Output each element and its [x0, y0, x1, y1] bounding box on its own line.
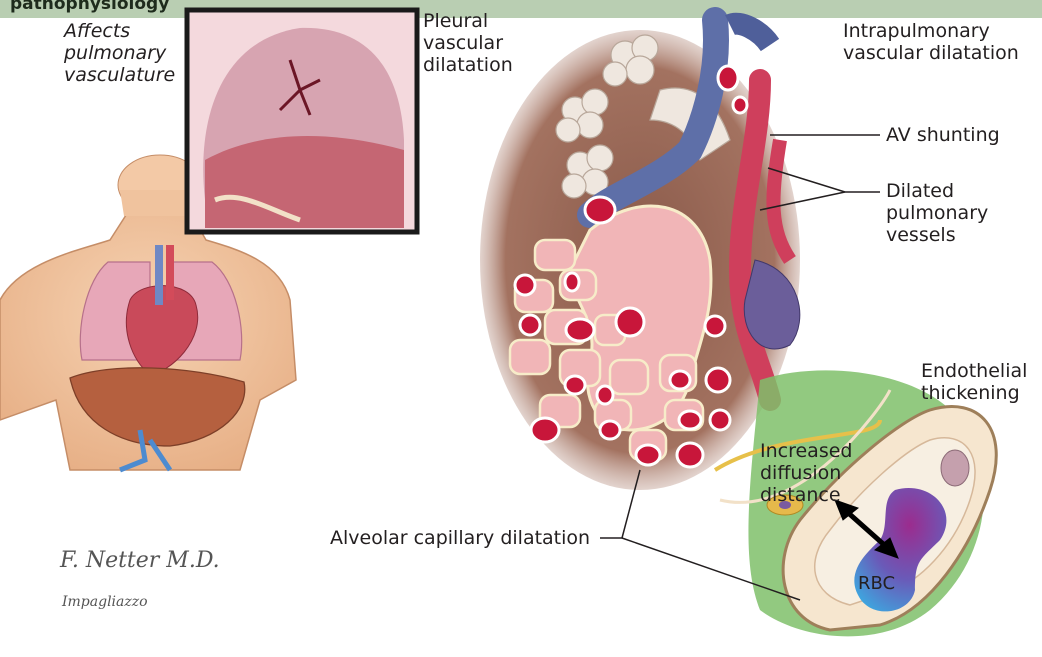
endothelial-line-1: Endothelial — [921, 360, 1027, 382]
diffusion-line-2: diffusion — [760, 462, 852, 484]
affects-line-3: vasculature — [64, 64, 175, 86]
alveolar-capillary-label: Alveolar capillary dilatation — [330, 527, 590, 549]
endothelial-label: Endothelial thickening — [921, 360, 1027, 404]
increased-diffusion-label: Increased diffusion distance — [760, 440, 852, 506]
dilated-vessels-label: Dilated pulmonary vessels — [886, 180, 988, 246]
diffusion-line-3: distance — [760, 484, 852, 506]
pleural-line-3: dilatation — [423, 54, 513, 76]
intrapulmonary-line-1: Intrapulmonary — [843, 20, 1019, 42]
endothelial-line-2: thickening — [921, 382, 1027, 404]
dilated-line-1: Dilated — [886, 180, 988, 202]
dilated-line-3: vessels — [886, 224, 988, 246]
netter-signature: F. Netter M.D. — [60, 548, 220, 573]
affects-line-2: pulmonary — [64, 42, 175, 64]
dilated-line-2: pulmonary — [886, 202, 988, 224]
pleural-line-1: Pleural — [423, 10, 513, 32]
pleural-label: Pleural vascular dilatation — [423, 10, 513, 76]
rbc-label: RBC — [858, 573, 895, 595]
diffusion-line-1: Increased — [760, 440, 852, 462]
intrapulmonary-line-2: vascular dilatation — [843, 42, 1019, 64]
capillary-cross-section — [715, 370, 996, 636]
affects-line-1: Affects — [64, 20, 175, 42]
artist-signature: Impagliazzo — [62, 594, 148, 610]
av-shunting-label: AV shunting — [886, 124, 1000, 146]
affects-label: Affects pulmonary vasculature — [64, 20, 175, 86]
intrapulmonary-label: Intrapulmonary vascular dilatation — [843, 20, 1019, 64]
pleural-inset — [187, 10, 417, 232]
pleural-line-2: vascular — [423, 32, 513, 54]
